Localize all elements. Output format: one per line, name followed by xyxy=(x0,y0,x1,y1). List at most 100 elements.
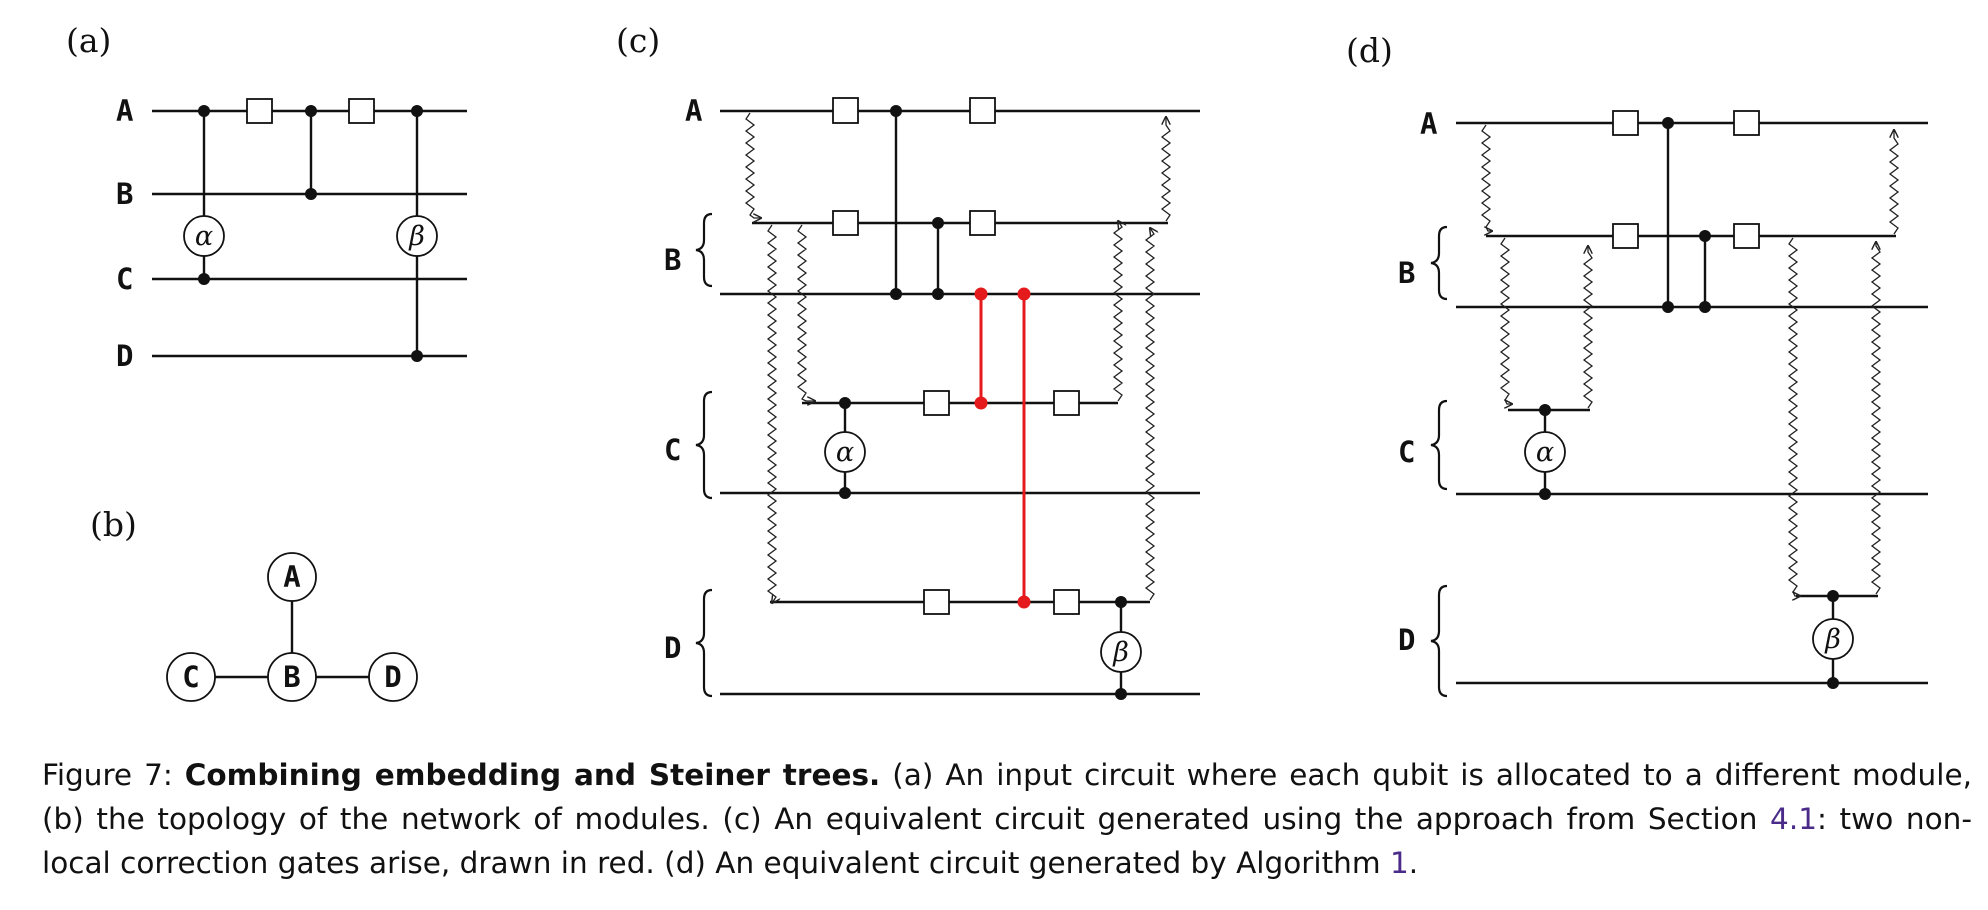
hadamard-box xyxy=(348,98,375,124)
hadamard-box xyxy=(1053,390,1080,416)
beta-label: β xyxy=(1112,637,1129,668)
phase-gate-beta xyxy=(1812,618,1854,660)
qubit-label-c: C xyxy=(1398,435,1415,469)
control-dot xyxy=(411,105,423,117)
control-dot xyxy=(1662,117,1674,129)
ebit-link xyxy=(744,112,761,218)
correction-dot xyxy=(1017,287,1031,301)
ebit-link xyxy=(1888,130,1900,235)
algorithm-link[interactable]: 1 xyxy=(1389,846,1409,880)
phase-gate-alpha xyxy=(1524,431,1566,473)
control-dot xyxy=(411,350,423,362)
qubit-label-d: D xyxy=(664,631,681,665)
module-brace-b xyxy=(1430,225,1448,301)
panel-a-label: (a) xyxy=(66,21,111,60)
correction-dot xyxy=(1017,595,1031,609)
phase-gate-beta xyxy=(396,215,438,257)
module-brace-c xyxy=(695,390,713,500)
hadamard-box xyxy=(1733,223,1760,249)
caption-prefix: Figure 7: xyxy=(42,758,185,792)
hadamard-box xyxy=(969,210,996,236)
qubit-label-d: D xyxy=(116,339,133,373)
control-dot xyxy=(305,188,317,200)
control-dot xyxy=(932,288,944,300)
control-dot xyxy=(1827,590,1839,602)
panel-b: (b) A C B D xyxy=(90,505,418,702)
control-dot xyxy=(1827,677,1839,689)
control-dot xyxy=(1539,488,1551,500)
topology-node-c xyxy=(166,652,216,702)
panel-c: (c) A B C D xyxy=(616,21,1200,700)
qubit-label-b: B xyxy=(664,243,681,277)
hadamard-box xyxy=(923,390,950,416)
caption-title: Combining embedding and Steiner trees. xyxy=(184,758,881,792)
module-brace-d xyxy=(695,588,713,698)
qubit-label-a: A xyxy=(116,94,133,128)
node-label-d: D xyxy=(384,660,401,694)
ebit-link xyxy=(1144,228,1154,601)
caption-text: (a) An input circuit where each qubit is… xyxy=(42,758,1972,836)
topology-node-b xyxy=(267,652,317,702)
caption-text: : two non-local correction gates arise, … xyxy=(42,802,1972,880)
control-dot xyxy=(1115,596,1127,608)
node-label-c: C xyxy=(182,660,199,694)
control-dot xyxy=(1115,688,1127,700)
module-brace-d xyxy=(1430,584,1448,698)
module-brace-c xyxy=(1430,399,1448,491)
panel-a: (a) A B C D α β xyxy=(66,21,467,373)
hadamard-box xyxy=(1733,110,1760,136)
qubit-label-b: B xyxy=(116,177,133,211)
control-dot xyxy=(839,487,851,499)
control-dot xyxy=(198,273,210,285)
hadamard-box xyxy=(1612,223,1639,249)
ebit-link xyxy=(1870,242,1882,595)
control-dot xyxy=(1699,301,1711,313)
ebit-link xyxy=(1480,124,1492,231)
control-dot xyxy=(890,105,902,117)
hadamard-box xyxy=(1053,589,1080,615)
hadamard-box xyxy=(969,97,996,124)
panel-d-label: (d) xyxy=(1346,31,1393,70)
ebit-link xyxy=(766,224,776,603)
hadamard-box xyxy=(832,210,859,236)
node-label-a: A xyxy=(283,560,300,594)
ebit-link xyxy=(1499,237,1512,404)
caption-end: . xyxy=(1408,846,1419,880)
panel-b-label: (b) xyxy=(90,505,137,544)
alpha-label: α xyxy=(195,221,213,252)
qubit-label-c: C xyxy=(116,262,133,296)
control-dot xyxy=(1539,404,1551,416)
module-brace-b xyxy=(695,212,713,288)
node-label-b: B xyxy=(283,660,300,694)
qubit-label-b: B xyxy=(1398,256,1415,290)
qubit-label-c: C xyxy=(664,433,681,467)
ebit-link xyxy=(1787,237,1800,596)
ebit-link xyxy=(796,224,815,401)
figure-caption: Figure 7: Combining embedding and Steine… xyxy=(42,753,1972,885)
section-link[interactable]: 4.1 xyxy=(1770,802,1817,836)
qubit-label-d: D xyxy=(1398,623,1415,657)
ebit-link xyxy=(1582,246,1594,409)
phase-gate-alpha xyxy=(824,431,866,473)
phase-gate-alpha xyxy=(183,215,225,257)
control-dot xyxy=(305,105,317,117)
control-dot xyxy=(1662,301,1674,313)
panel-c-label: (c) xyxy=(616,21,660,60)
control-dot xyxy=(1699,230,1711,242)
correction-dot xyxy=(974,287,988,301)
alpha-label: α xyxy=(836,437,854,468)
panel-d: (d) A B C D α xyxy=(1346,31,1928,698)
beta-label: β xyxy=(1824,624,1841,655)
phase-gate-beta xyxy=(1100,631,1142,673)
control-dot xyxy=(932,217,944,229)
qubit-label-a: A xyxy=(685,94,702,128)
control-dot xyxy=(198,105,210,117)
ebit-link xyxy=(1112,221,1122,402)
figure-diagrams: (a) A B C D α β (b) A xyxy=(66,21,1928,702)
hadamard-box xyxy=(246,98,273,124)
control-dot xyxy=(839,397,851,409)
alpha-label: α xyxy=(1536,437,1554,468)
beta-label: β xyxy=(408,221,425,252)
correction-dot xyxy=(974,396,988,410)
hadamard-box xyxy=(832,97,859,124)
